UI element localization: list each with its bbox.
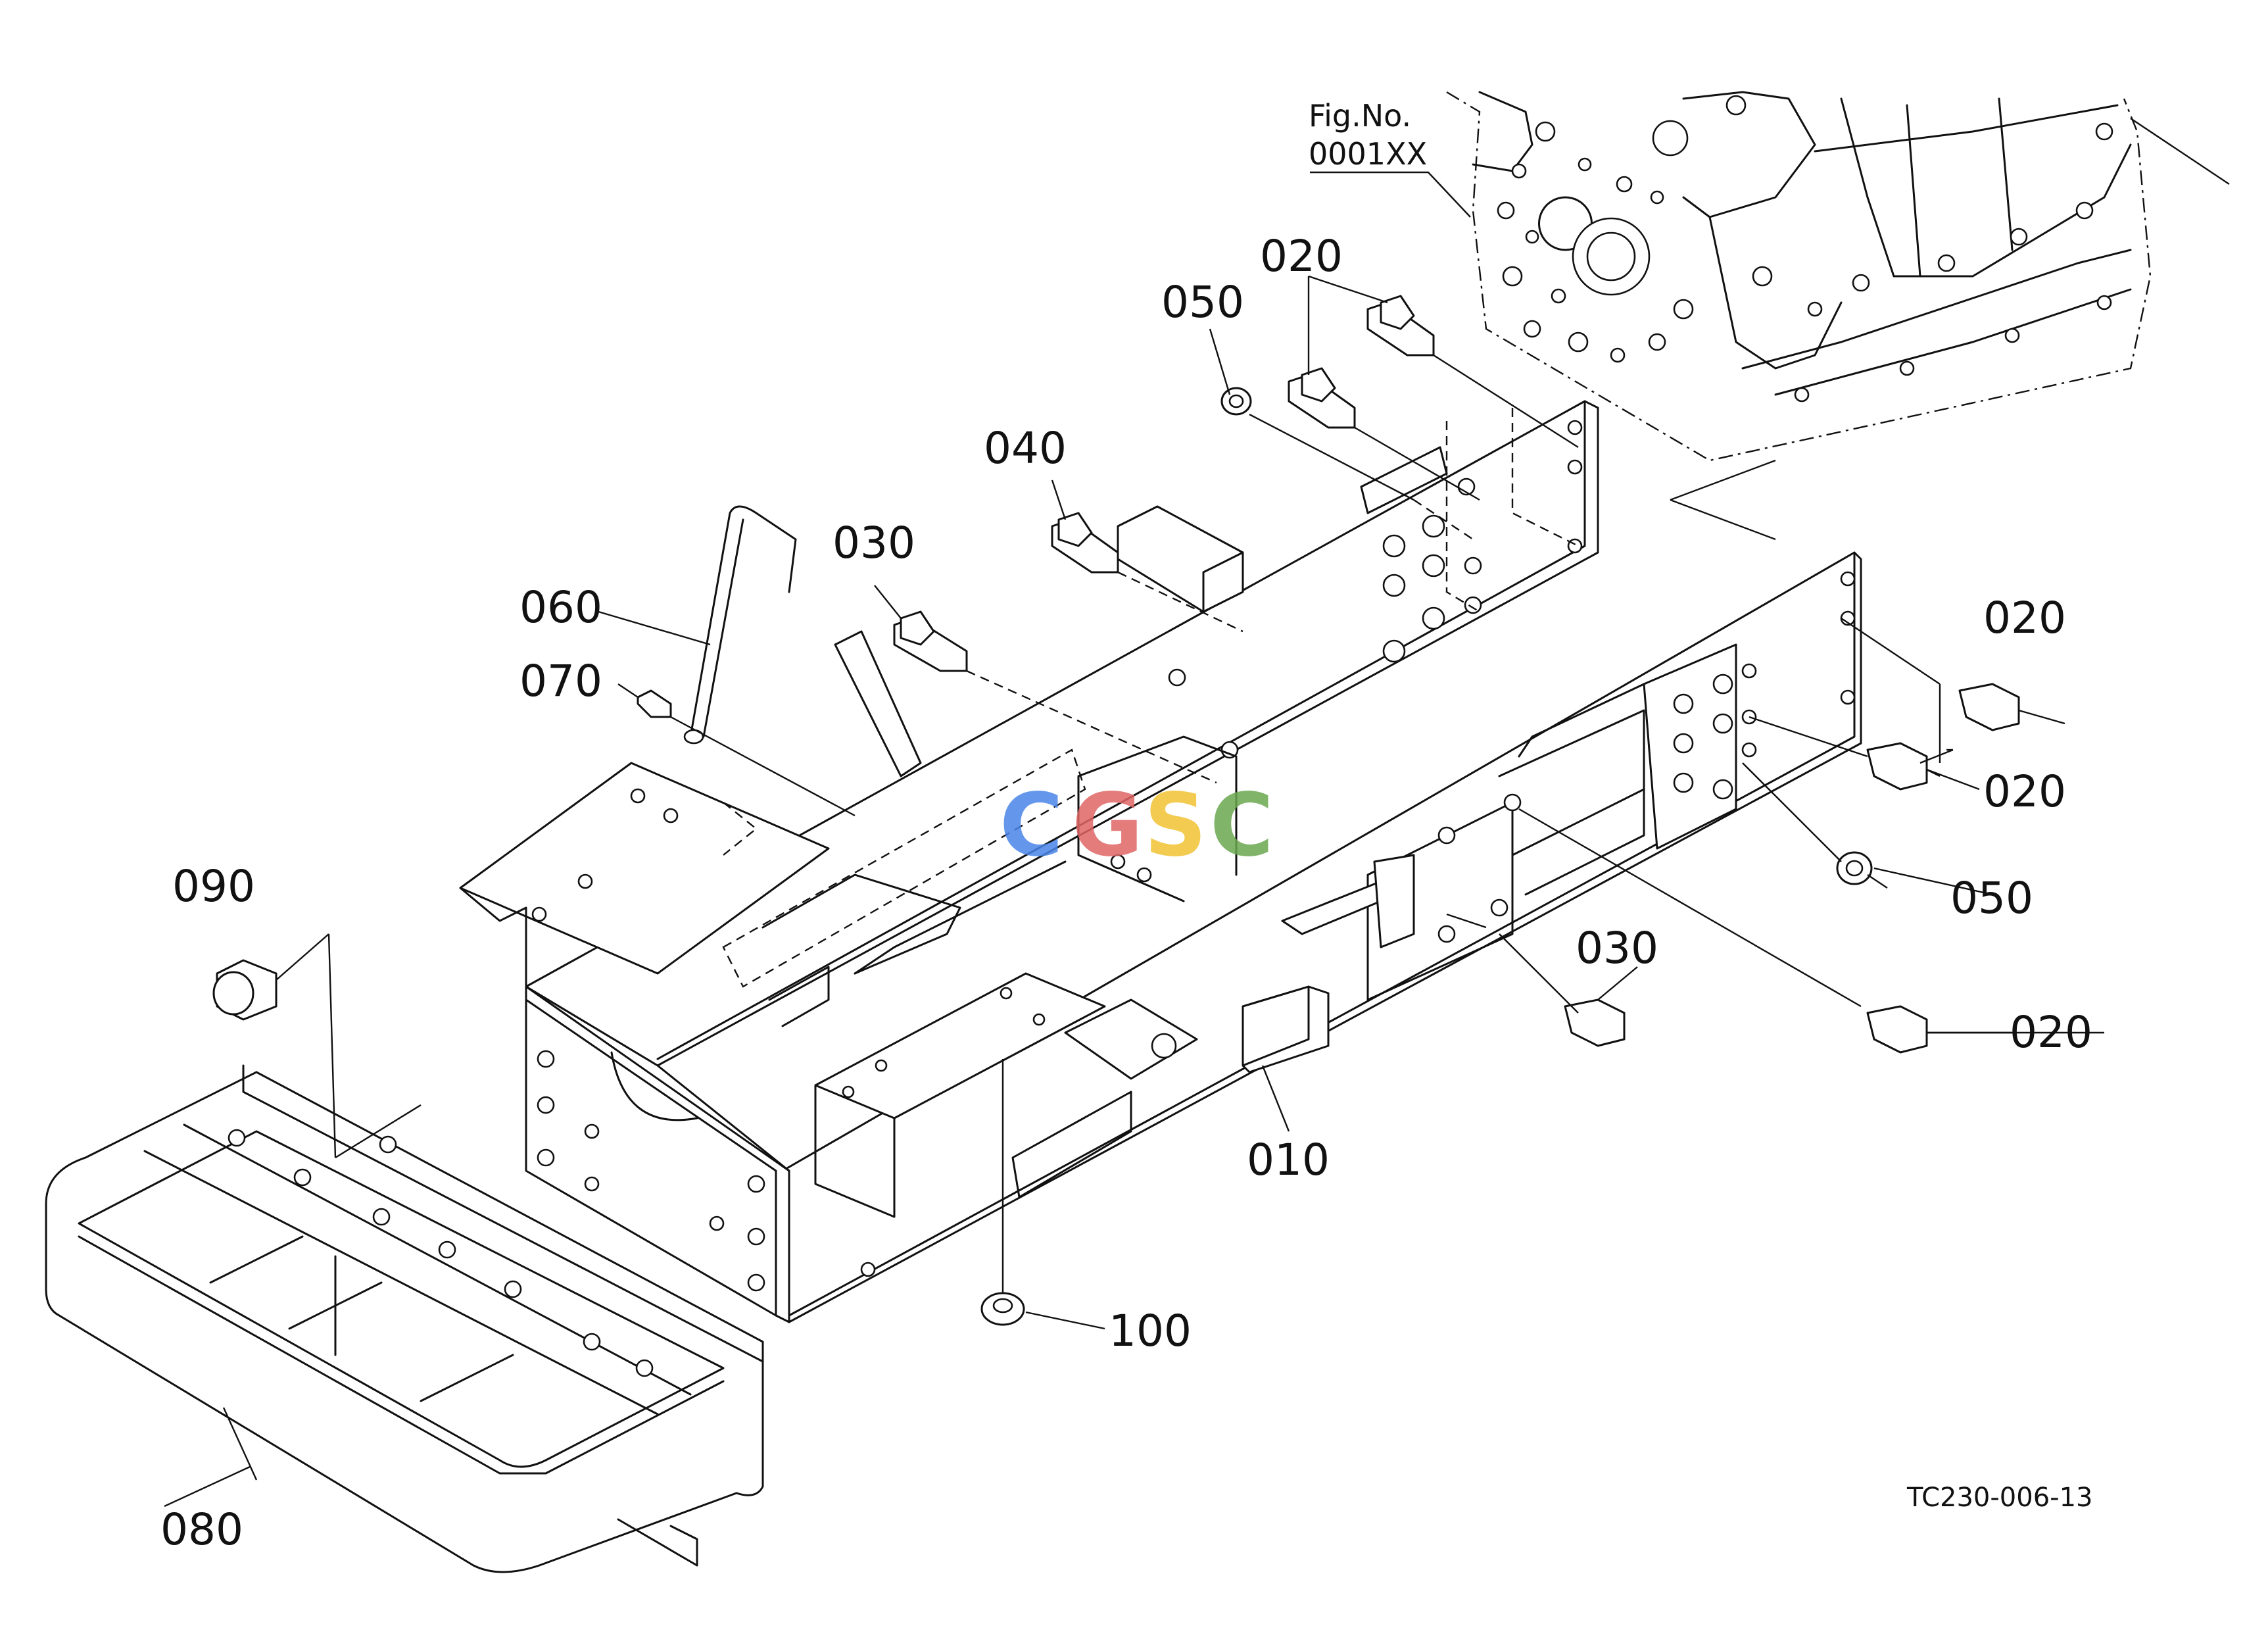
callout-090: 090 bbox=[172, 861, 255, 912]
callout-050-right: 050 bbox=[1950, 873, 2033, 923]
bolt-020-top-1 bbox=[1366, 295, 1435, 356]
bolt-020-right-3 bbox=[1866, 1005, 1928, 1054]
nut-100 bbox=[980, 1292, 1025, 1326]
bolt-030-right bbox=[1564, 998, 1626, 1047]
bolt-020-right-2 bbox=[1866, 742, 1928, 791]
leader-lines bbox=[164, 275, 2104, 1508]
part-callouts: 020 050 040 030 060 070 020 020 050 030 … bbox=[160, 231, 2092, 1555]
bolt-020-right-1 bbox=[1958, 683, 2020, 731]
watermark-letter-3: S bbox=[1144, 775, 1207, 876]
callout-050-top: 050 bbox=[1161, 277, 1244, 328]
callout-080: 080 bbox=[160, 1504, 243, 1555]
engine-block-reference bbox=[1446, 91, 2230, 541]
part-080-front-bumper bbox=[45, 1064, 764, 1573]
callout-020-top: 020 bbox=[1260, 231, 1343, 282]
callout-020-right-3: 020 bbox=[2010, 1007, 2092, 1058]
callout-060: 060 bbox=[519, 582, 602, 633]
watermark-letter-1: C bbox=[1000, 775, 1063, 876]
watermark-letter-2: G bbox=[1072, 775, 1143, 876]
callout-010: 010 bbox=[1247, 1135, 1330, 1185]
fastener-bolts bbox=[212, 295, 2020, 1326]
part-010-pad bbox=[1242, 985, 1330, 1073]
drawing-code: TC230-006-13 bbox=[1906, 1483, 2092, 1513]
part-060-rod bbox=[683, 505, 797, 745]
callout-040: 040 bbox=[984, 423, 1067, 474]
callout-100: 100 bbox=[1109, 1306, 1192, 1356]
figure-reference-number: 0001XX bbox=[1309, 136, 1427, 172]
watermark-letter-4: C bbox=[1210, 775, 1274, 876]
washer-050-top bbox=[1220, 387, 1252, 416]
figure-reference-label: Fig.No. bbox=[1309, 98, 1411, 134]
bolt-070 bbox=[637, 689, 672, 718]
callout-020-right-1: 020 bbox=[1983, 593, 2066, 643]
callout-030-right: 030 bbox=[1576, 923, 1658, 973]
cgsc-watermark: C G S C bbox=[1000, 775, 1274, 876]
callout-070: 070 bbox=[519, 656, 602, 706]
bolt-030-top bbox=[893, 610, 968, 672]
washer-050-right bbox=[1836, 851, 1873, 885]
callout-030-top: 030 bbox=[832, 518, 915, 568]
bolt-090 bbox=[212, 959, 277, 1021]
front-frame-assembly bbox=[459, 400, 1862, 1323]
bolt-020-top-2 bbox=[1288, 367, 1356, 429]
bolt-040 bbox=[1051, 512, 1119, 574]
figure-reference: Fig.No. 0001XX bbox=[1309, 98, 1471, 218]
callout-020-right-2: 020 bbox=[1983, 766, 2066, 817]
